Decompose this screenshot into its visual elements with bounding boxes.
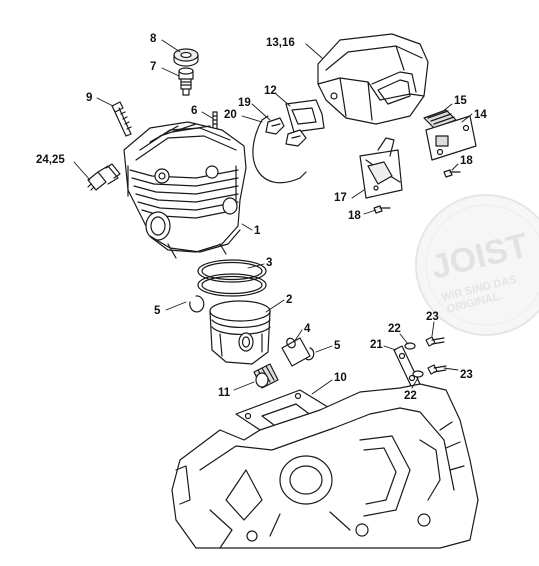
leader-2: [265, 299, 285, 313]
part-19-clips: [265, 117, 307, 147]
leader-9: [96, 97, 114, 107]
part-9-bolt: [111, 101, 132, 137]
callout-21: 21: [370, 339, 383, 351]
leader-10: [311, 379, 333, 395]
leader-14: [461, 113, 473, 123]
callout-14: 14: [474, 109, 487, 121]
leader-13-16: [305, 43, 323, 59]
callout-2: 2: [286, 294, 292, 306]
leader-22a: [399, 333, 409, 345]
leader-4: [293, 329, 303, 343]
crankcase: [171, 383, 479, 549]
callout-10: 10: [334, 372, 347, 384]
part-11-needle-bearing: [253, 363, 279, 389]
leader-22b: [411, 377, 419, 389]
callout-19: 19: [238, 97, 251, 109]
leader-7: [161, 67, 180, 77]
part-20-spring: [252, 115, 307, 184]
callout-24-25: 24,25: [36, 154, 65, 166]
callout-15: 15: [454, 95, 467, 107]
leader-12: [275, 93, 291, 107]
part-1-cylinder: [123, 121, 247, 259]
leader-21: [383, 345, 397, 351]
leader-11: [233, 381, 255, 391]
callout-12: 12: [264, 85, 277, 97]
watermark-seal: [415, 194, 539, 336]
part-5-circlip-left: [189, 295, 205, 313]
part-22-washer-upper: [404, 342, 416, 350]
leader-15: [441, 103, 453, 113]
part-13-16-shroud: [317, 33, 429, 125]
leader-6: [201, 111, 213, 119]
part-7-valve: [178, 67, 194, 96]
callout-4: 4: [304, 323, 311, 335]
part-18-screw-upper: [443, 169, 461, 178]
callout-23-upper: 23: [426, 311, 439, 323]
callout-5-left: 5: [154, 305, 161, 317]
callout-labels: 8 7 9 6 24,25 1 13,16 12 19 20 15 14 18 …: [36, 33, 487, 402]
callout-18-lower: 18: [348, 210, 361, 222]
leader-19: [251, 103, 271, 121]
callout-22-upper: 22: [388, 323, 401, 335]
part-23-screw-upper: [425, 336, 445, 347]
callout-18-upper: 18: [460, 155, 473, 167]
leader-5b: [315, 345, 333, 353]
leader-5a: [165, 301, 187, 311]
part-12-gasket: [285, 99, 325, 133]
callout-9: 9: [86, 92, 92, 104]
leader-24-25: [73, 161, 91, 181]
leader-18b: [363, 209, 377, 215]
leader-17: [351, 189, 365, 199]
callout-23-lower: 23: [460, 369, 473, 381]
callout-13-16: 13,16: [266, 37, 295, 49]
part-6-stud: [212, 111, 218, 131]
leader-3: [247, 263, 265, 269]
part-22-washer-lower: [412, 370, 424, 378]
part-24-25-spark-plug: [87, 163, 121, 191]
callout-20: 20: [224, 109, 237, 121]
callout-11: 11: [218, 387, 231, 399]
leader-18a: [451, 163, 459, 171]
callout-5-right: 5: [334, 340, 341, 352]
part-18-screw-lower: [373, 205, 391, 214]
part-14-plate: [425, 115, 477, 161]
leader-1: [241, 223, 253, 231]
callout-22-lower: 22: [404, 390, 417, 402]
part-17-deflector: [359, 137, 403, 199]
callout-1: 1: [254, 225, 261, 237]
callout-7: 7: [150, 61, 156, 73]
part-4-pin: [281, 337, 311, 367]
leader-20: [241, 115, 263, 123]
leader-23a: [431, 321, 435, 337]
callout-8: 8: [150, 33, 157, 45]
callout-3: 3: [266, 257, 272, 269]
part-3-rings: [197, 259, 267, 297]
part-8-washer: [173, 48, 199, 67]
leader-8: [161, 39, 181, 53]
callout-17: 17: [334, 192, 347, 204]
callout-6: 6: [191, 105, 197, 117]
leader-lines: [73, 39, 473, 395]
leader-23b: [443, 367, 459, 371]
part-23-screw-lower: [427, 364, 447, 375]
part-2-piston: [209, 300, 271, 365]
